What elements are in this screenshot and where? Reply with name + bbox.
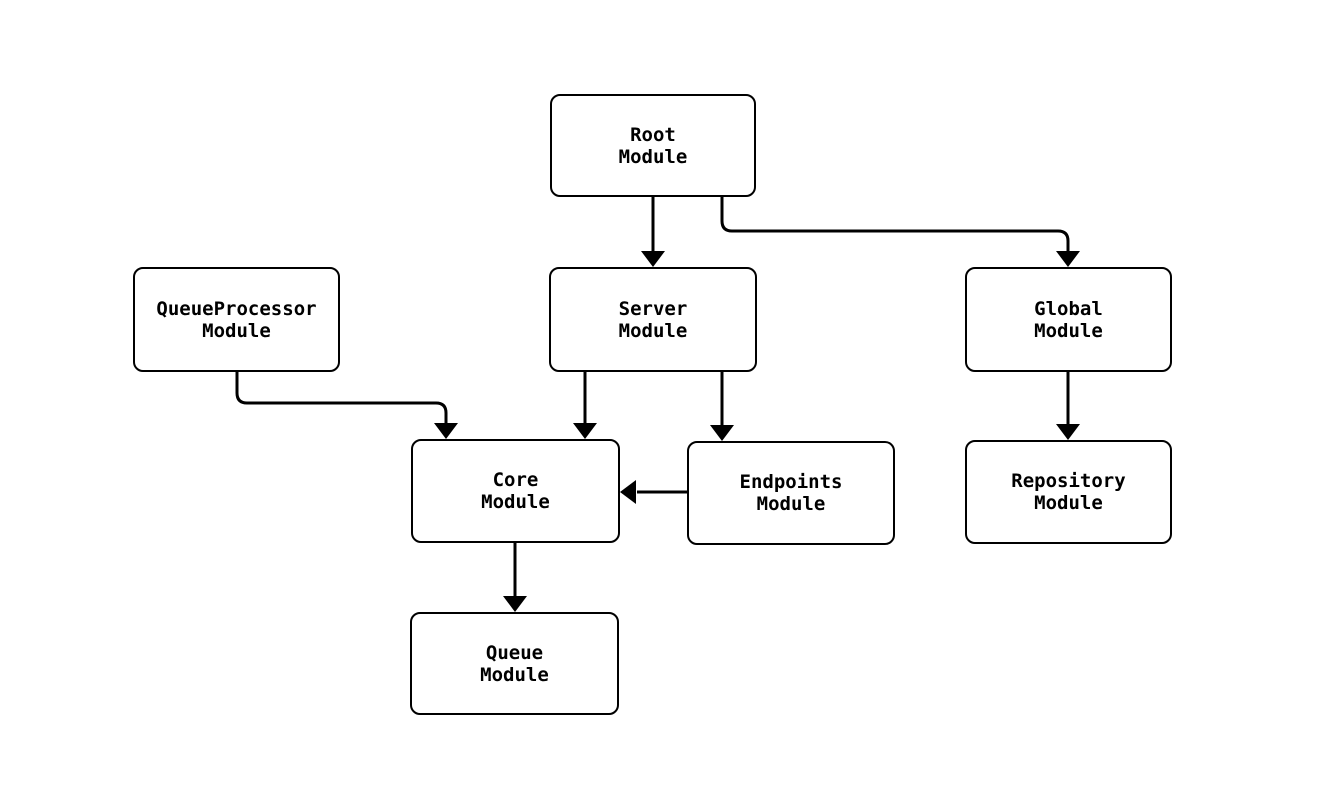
node-root-module-label: Root Module [618, 123, 688, 168]
arrowhead-down-icon [573, 423, 597, 439]
edge-root-to-server [641, 197, 665, 267]
edge-server-to-core [573, 372, 597, 439]
node-queueprocessor-module: QueueProcessor Module [133, 267, 340, 372]
node-endpoints-module-label: Endpoints Module [739, 471, 843, 515]
arrowhead-down-icon [710, 425, 734, 441]
arrowhead-left-icon [620, 480, 636, 504]
node-queueprocessor-module-label: QueueProcessor Module [156, 297, 317, 342]
arrowhead-down-icon [1056, 251, 1080, 267]
edge-core-to-queue [503, 543, 527, 612]
node-server-module-label: Server Module [618, 297, 688, 342]
edge-root-to-global [720, 197, 1080, 267]
edge-server-to-endpoints [710, 372, 734, 441]
arrowhead-down-icon [503, 596, 527, 612]
node-server-module: Server Module [549, 267, 757, 372]
node-queue-module: Queue Module [410, 612, 619, 715]
node-core-module: Core Module [411, 439, 620, 543]
arrowhead-down-icon [1056, 424, 1080, 440]
edge-endpoints-to-core [620, 480, 687, 504]
node-repository-module-label: Repository Module [1011, 470, 1126, 514]
node-endpoints-module: Endpoints Module [687, 441, 895, 545]
edge-global-to-repository [1056, 372, 1080, 440]
node-root-module: Root Module [550, 94, 756, 197]
node-queue-module-label: Queue Module [480, 641, 549, 686]
edge-queueprocessor-to-core [235, 372, 458, 439]
arrowhead-down-icon [434, 423, 458, 439]
node-repository-module: Repository Module [965, 440, 1172, 544]
node-global-module-label: Global Module [1034, 297, 1103, 342]
node-global-module: Global Module [965, 267, 1172, 372]
arrowhead-down-icon [641, 251, 665, 267]
node-core-module-label: Core Module [481, 469, 550, 513]
